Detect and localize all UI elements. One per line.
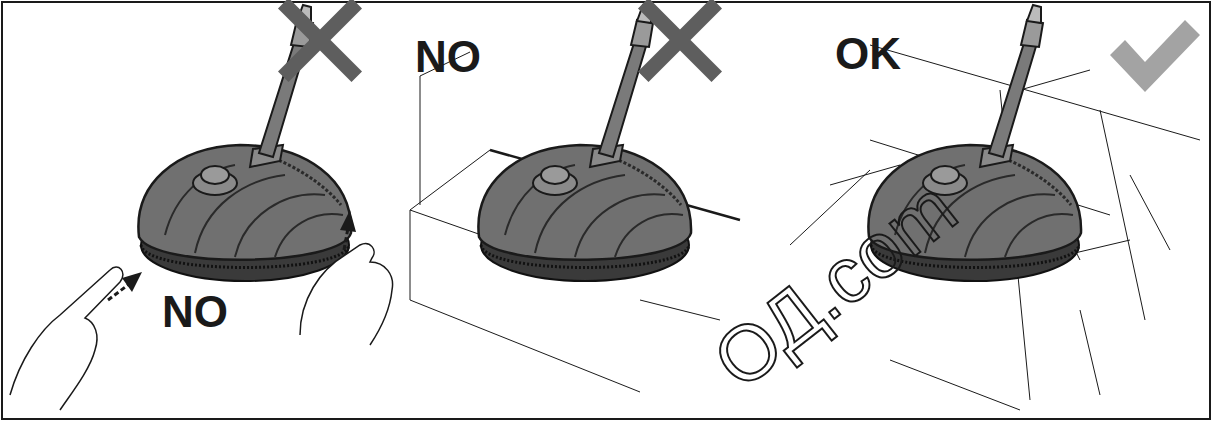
step-line <box>410 300 640 392</box>
step-line <box>640 300 720 320</box>
grid-line <box>1080 310 1100 395</box>
cross-mark <box>278 0 362 82</box>
watermark: ОД.com <box>700 167 969 401</box>
surface-cleaner <box>478 5 691 281</box>
cross-mark <box>638 0 722 82</box>
step-line <box>410 210 411 300</box>
grid-line <box>890 360 1020 410</box>
lift-arrow-head <box>340 210 356 232</box>
grid-line <box>1020 70 1090 90</box>
push-arrow <box>108 285 128 300</box>
step-line <box>410 150 490 210</box>
check-mark <box>1110 20 1200 92</box>
grid-line <box>1130 175 1170 250</box>
verdict-label: OK <box>835 32 901 76</box>
grid-line <box>1100 110 1145 320</box>
step-line <box>420 76 421 205</box>
pushing-hand <box>10 267 123 410</box>
verdict-label: NO <box>415 35 481 79</box>
push-arrow-head <box>122 272 142 292</box>
lift-arrow <box>344 228 348 250</box>
verdict-label: NO <box>162 290 228 334</box>
lifting-hand <box>300 244 393 345</box>
